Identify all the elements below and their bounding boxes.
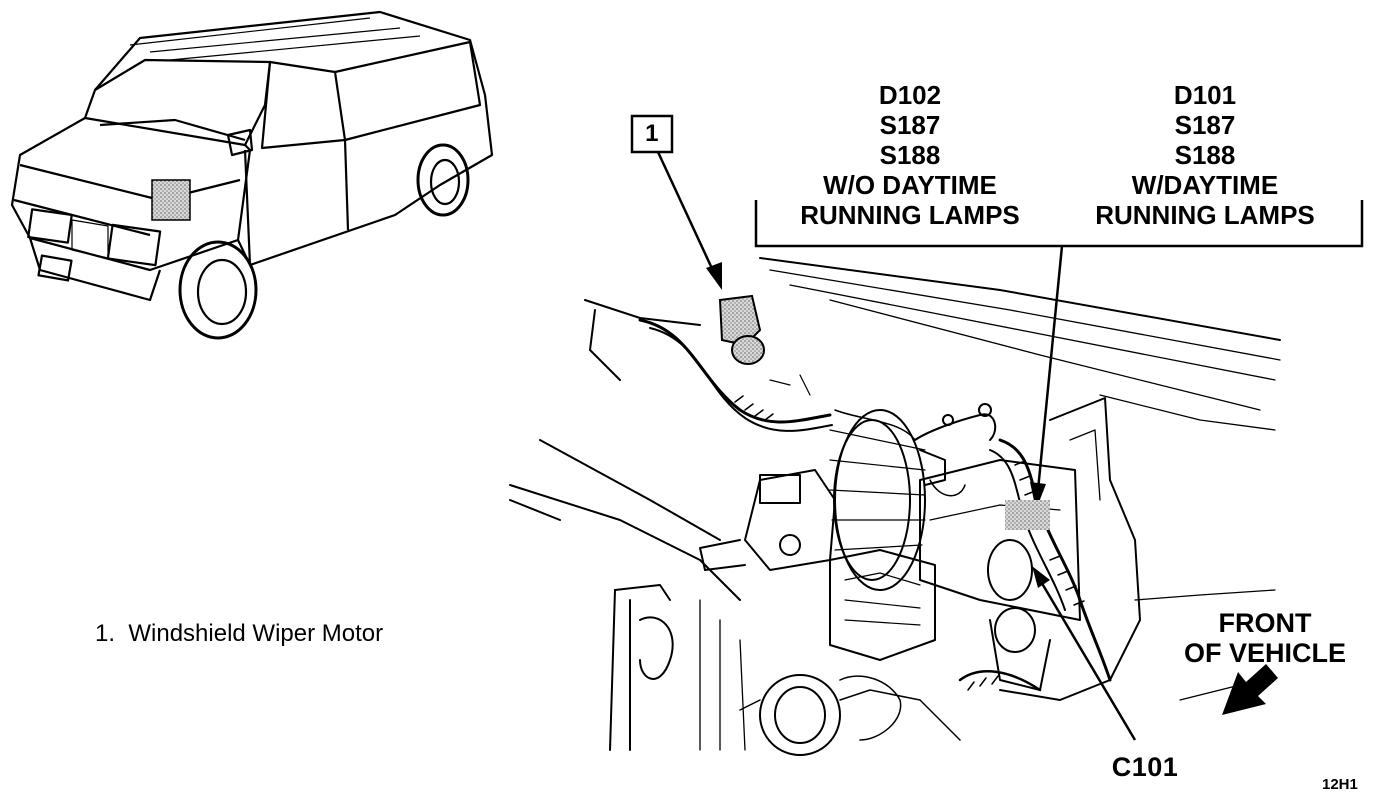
c101-arrowhead — [1032, 566, 1050, 588]
van-illustration — [10, 10, 494, 340]
legend-item: 1. Windshield Wiper Motor — [95, 620, 383, 648]
c101-label: C101 — [1111, 752, 1179, 782]
location-highlight-box — [151, 179, 191, 221]
callout-box — [630, 114, 674, 154]
left-column-line: S188 — [879, 140, 941, 170]
left-column-line: W/O DAYTIME — [823, 170, 997, 200]
right-column-line: W/DAYTIME — [1131, 170, 1279, 200]
front-arrow-icon — [1222, 664, 1278, 715]
legend-text: Windshield Wiper Motor — [128, 620, 384, 647]
legend-number: 1. — [95, 620, 116, 647]
engine-compartment-illustration — [509, 257, 1281, 756]
right-column-line: RUNNING LAMPS — [1095, 200, 1315, 230]
front-label-line: FRONT — [1218, 608, 1312, 638]
right-column-line: S188 — [1174, 140, 1236, 170]
callout-number: 1 — [645, 120, 659, 147]
front-label-line: OF VEHICLE — [1183, 638, 1346, 668]
left-column-line: S187 — [879, 110, 941, 140]
left-column-line: RUNNING LAMPS — [800, 200, 1020, 230]
label-bracket — [754, 200, 1364, 491]
callout-leader — [656, 151, 717, 276]
c101-leader — [1038, 579, 1137, 741]
connector-shaded-area — [1005, 500, 1050, 530]
left-connector-column: D102 S187 S188 W/O DAYTIME RUNNING LAMPS — [760, 80, 1060, 230]
right-column-line: D101 — [1173, 80, 1237, 110]
right-column-line: S187 — [1174, 110, 1236, 140]
left-column-line: D102 — [878, 80, 942, 110]
callout-arrowhead — [706, 262, 722, 290]
front-of-vehicle-label: FRONT OF VEHICLE — [1170, 608, 1360, 668]
wiper-motor — [718, 294, 765, 365]
figure-code: 12H1 — [1322, 776, 1358, 793]
right-connector-column: D101 S187 S188 W/DAYTIME RUNNING LAMPS — [1060, 80, 1350, 230]
